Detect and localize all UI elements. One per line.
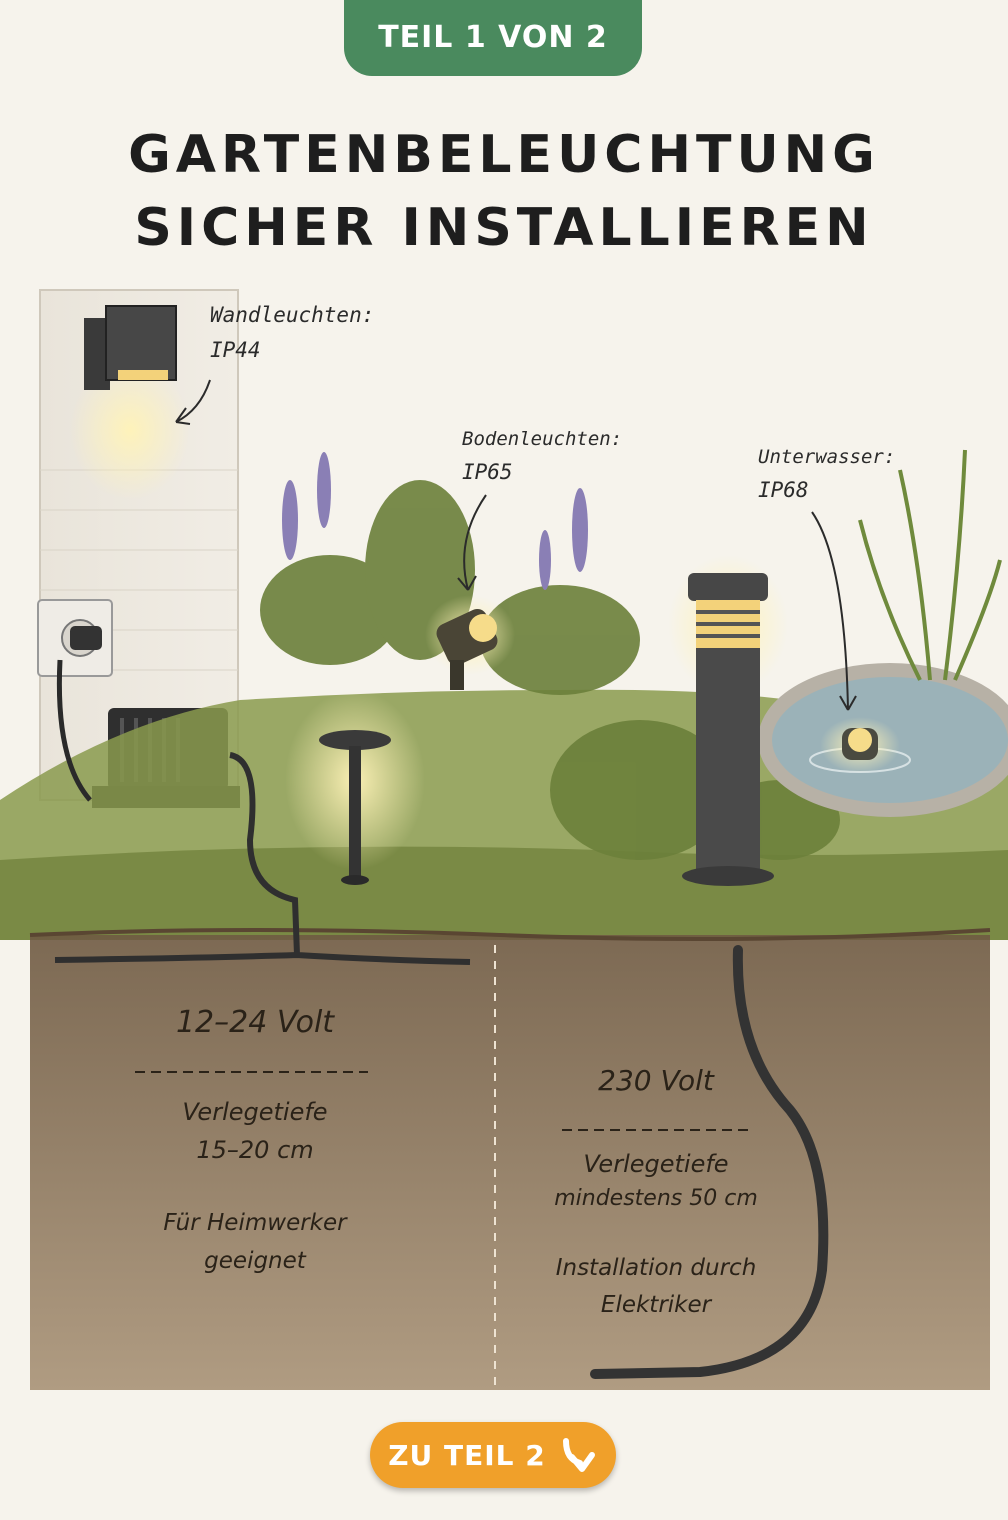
- high-voltage-depth-label: Verlegetiefe: [583, 1150, 729, 1178]
- wall-light-rating: IP44: [210, 338, 261, 362]
- reeds: [858, 449, 1002, 681]
- low-voltage-depth-label: Verlegetiefe: [182, 1098, 328, 1126]
- soil-cross-section: [30, 935, 990, 1390]
- high-voltage-note-line-1: Installation durch: [555, 1255, 757, 1281]
- wall-outlet: [37, 599, 113, 677]
- wall-lamp: [84, 305, 177, 390]
- ground-light-rating: IP65: [462, 460, 513, 484]
- wall-lamp-glow: [70, 360, 190, 500]
- page-title-line-2: SICHER INSTALLIEREN: [134, 198, 874, 258]
- wall-light-label: Wandleuchten:: [210, 303, 375, 327]
- underwater-label-arrow: [811, 511, 857, 711]
- high-voltage-depth-value: mindestens 50 cm: [554, 1186, 758, 1211]
- arrow-down-right-icon: [562, 1438, 595, 1472]
- next-part-button[interactable]: ZU TEIL 2: [370, 1422, 616, 1488]
- bollard-light: [682, 573, 774, 886]
- underwater-light-rating: IP68: [758, 478, 809, 502]
- high-voltage-cable: [590, 945, 829, 1379]
- low-voltage-note-line-2: geeignet: [204, 1248, 306, 1274]
- ground-spotlight: [436, 608, 498, 690]
- low-voltage-depth-value: 15–20 cm: [196, 1136, 314, 1164]
- high-voltage-value: 230 Volt: [598, 1064, 714, 1097]
- high-voltage-note-line-2: Elektriker: [600, 1292, 712, 1318]
- page-title-line-1: GARTENBELEUCHTUNG: [128, 125, 880, 185]
- lavender: [282, 452, 588, 590]
- underwater-light-label: Unterwasser:: [758, 446, 896, 468]
- soil-top-edge: [29, 928, 991, 941]
- next-part-label: ZU TEIL 2: [388, 1438, 546, 1472]
- low-voltage-cable: [54, 752, 471, 965]
- ground-light-label: Bodenleuchten:: [462, 428, 623, 450]
- power-cable-to-transformer: [56, 659, 92, 802]
- lawn-shade: [0, 846, 1008, 940]
- underwater-lamp: [842, 728, 878, 760]
- ground-label-arrow: [457, 494, 487, 591]
- wall-label-arrow: [175, 379, 211, 425]
- low-voltage-note-line-1: Für Heimwerker: [163, 1210, 347, 1236]
- low-voltage-value: 12–24 Volt: [175, 1005, 335, 1040]
- path-light: [319, 730, 391, 885]
- part-badge: TEIL 1 VON 2: [344, 0, 642, 76]
